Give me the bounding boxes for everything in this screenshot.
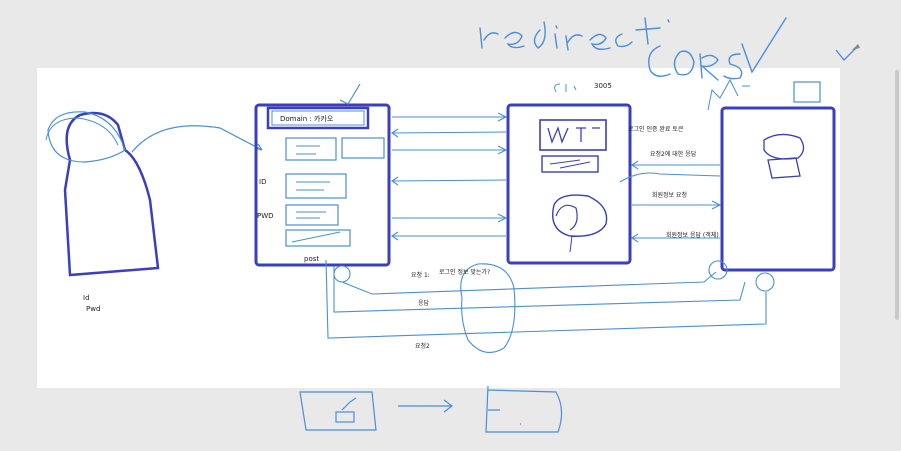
- handwriting-cors: [648, 17, 787, 81]
- scrollbar[interactable]: [895, 70, 899, 320]
- slide-area: [37, 68, 840, 388]
- user-figure: [45, 111, 160, 277]
- jwt-server-box: [506, 83, 632, 265]
- pwd-field-label: PWD: [257, 212, 274, 220]
- user-id-label: Id: [83, 294, 90, 302]
- response-label: 응답: [418, 300, 430, 307]
- port-label: 3005: [594, 82, 612, 90]
- handwriting-redirect: [479, 17, 670, 51]
- request1-question: 로그인 정보 맞는가?: [439, 269, 491, 276]
- user-pwd-label: Pwd: [86, 305, 101, 313]
- login-form-box: [254, 83, 391, 267]
- checkmark-scribble: [835, 45, 859, 62]
- form-jwt-arrows: [391, 112, 508, 241]
- post-label: post: [304, 255, 320, 263]
- member-info-response-label: 회원정보 응답 (객체): [666, 232, 719, 239]
- member-info-request-label: 회원정보 요청: [652, 192, 688, 199]
- req2-response-label: 요청2에 대한 응답: [650, 151, 697, 158]
- kakao-server-box: [707, 78, 836, 272]
- request1-label: 요청 1:: [411, 272, 430, 279]
- arrow-user-to-form: [131, 125, 263, 153]
- domain-label: Domain : 카카오: [280, 115, 334, 123]
- request-response-loops: [325, 259, 775, 354]
- request2-label: 요청2: [415, 343, 430, 350]
- id-field-label: ID: [259, 178, 267, 186]
- login-token-label: 로그인 인증 완료 토큰: [628, 126, 684, 133]
- pen-cursor-icon: [852, 44, 860, 50]
- jwt-kakao-arrows: [619, 160, 722, 243]
- bottom-sketch: [299, 385, 563, 433]
